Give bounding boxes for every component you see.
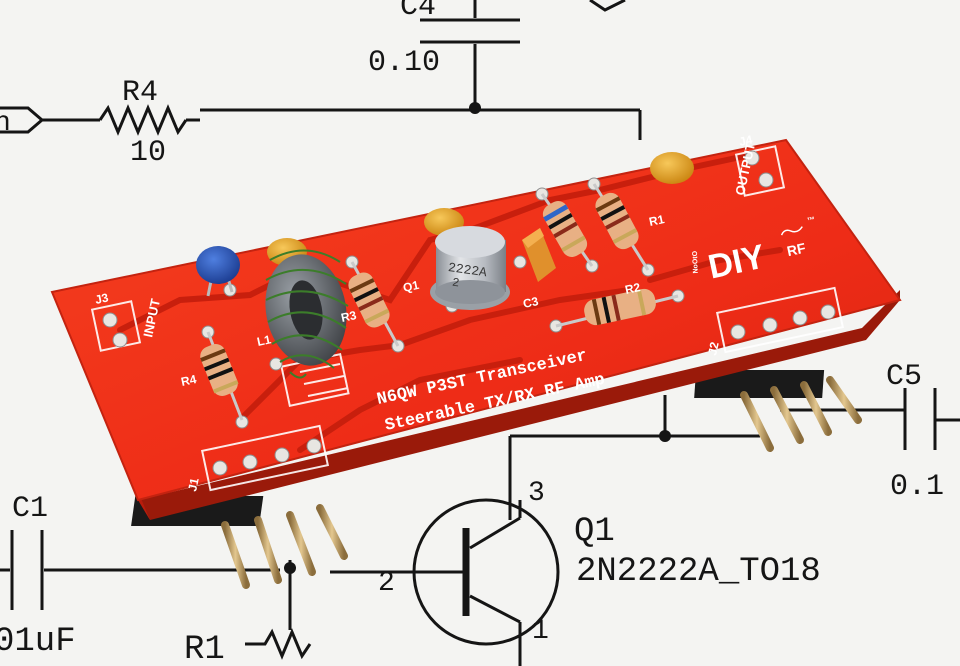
label-r3: R3 xyxy=(340,308,358,325)
r4-ref: R4 xyxy=(122,76,158,110)
q1-ref: Q1 xyxy=(574,513,615,551)
label-r2: R2 xyxy=(624,280,642,297)
c4-value: 0.10 xyxy=(368,46,440,80)
silkscreen-outlines xyxy=(90,145,845,492)
schematic-junction-dots xyxy=(284,102,671,574)
resistor-r2 xyxy=(540,193,594,267)
label-r1: R1 xyxy=(648,212,666,229)
q1-pin-collector: 3 xyxy=(528,478,545,509)
capacitor-c3 xyxy=(522,228,556,282)
c1-ref: C1 xyxy=(12,492,48,526)
q1-pin-base: 2 xyxy=(378,568,395,599)
blue-ceramic-capacitor xyxy=(196,246,240,297)
c5-value: 0.1 xyxy=(890,470,944,504)
q1-pin-emitter: 1 xyxy=(532,616,549,647)
label-j2: J2 xyxy=(705,340,722,356)
toroid-inductor-l1 xyxy=(265,249,349,379)
label-j4: J4 xyxy=(738,132,754,149)
resistor-r1 xyxy=(592,183,650,271)
r4-value: 10 xyxy=(130,136,166,170)
transistor-marking-1: 2222A xyxy=(447,260,488,280)
transistor-q1-to18: 2222A 2 xyxy=(430,226,510,310)
label-c3: C3 xyxy=(522,294,540,311)
yellow-capacitor-output xyxy=(650,152,694,184)
brand-logo-suffix: RF xyxy=(785,240,807,260)
label-j1: J1 xyxy=(185,476,202,492)
label-l1: L1 xyxy=(256,332,273,349)
label-q1: Q1 xyxy=(402,278,421,295)
label-j3: J3 xyxy=(94,290,110,307)
r1-ref: R1 xyxy=(184,631,225,666)
c4-ref: C4 xyxy=(400,0,436,24)
label-r4: R4 xyxy=(180,372,198,389)
transistor-marking-2: 2 xyxy=(451,276,460,291)
pcb-pads xyxy=(102,150,836,476)
c1-value: 01uF xyxy=(0,623,76,661)
brand-tm: ™ xyxy=(806,215,816,225)
c5-ref: C5 xyxy=(886,360,922,394)
q1-part: 2N2222A_TO18 xyxy=(576,553,821,591)
input-port-label: n xyxy=(0,108,11,139)
resistor-r3 xyxy=(348,261,400,347)
bottom-header-pins-j2 xyxy=(694,370,862,452)
brand-small: NoOtO xyxy=(692,250,700,273)
pcb-traces xyxy=(117,152,783,453)
resistor-horizontal xyxy=(555,288,679,328)
resistor-r4 xyxy=(200,331,244,421)
